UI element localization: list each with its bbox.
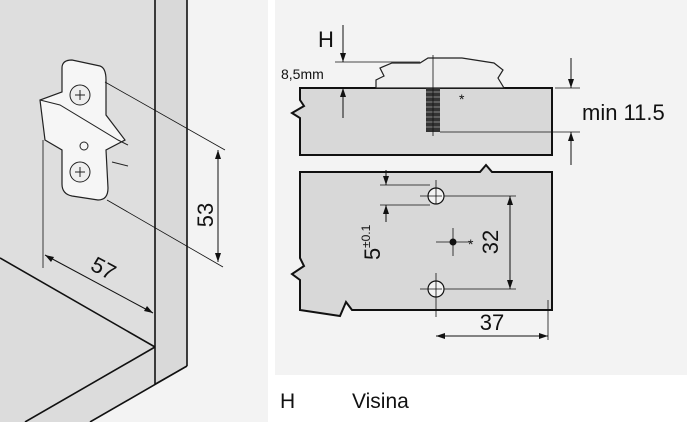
dim-offset: 5: [360, 248, 385, 260]
center-note-mark: *: [468, 236, 474, 252]
screw-note-mark: *: [459, 91, 465, 107]
perspective-view: 53 57: [0, 0, 268, 422]
cabinet-edge: [155, 0, 187, 384]
dim-min-depth: min 11.5: [582, 100, 665, 125]
dim-offset-tolerance: ±0.1: [359, 224, 373, 248]
cabinet-bottom: [0, 258, 155, 422]
section-views: H 8,5mm min 11.5 * * 5 ±0.1 32 37: [275, 0, 687, 375]
legend-value: Visina: [352, 390, 409, 413]
side-section: H 8,5mm min 11.5 *: [281, 25, 665, 165]
dim-height-label: 53: [193, 203, 218, 227]
top-view: * 5 ±0.1 32 37: [290, 163, 553, 340]
legend-key: H: [280, 390, 296, 413]
mounting-plate: [39, 59, 129, 201]
dim-width: 37: [480, 310, 504, 335]
dim-hole-spacing: 32: [478, 230, 503, 254]
dim-h-value: 8,5mm: [281, 66, 324, 82]
label-h: H: [318, 27, 334, 52]
